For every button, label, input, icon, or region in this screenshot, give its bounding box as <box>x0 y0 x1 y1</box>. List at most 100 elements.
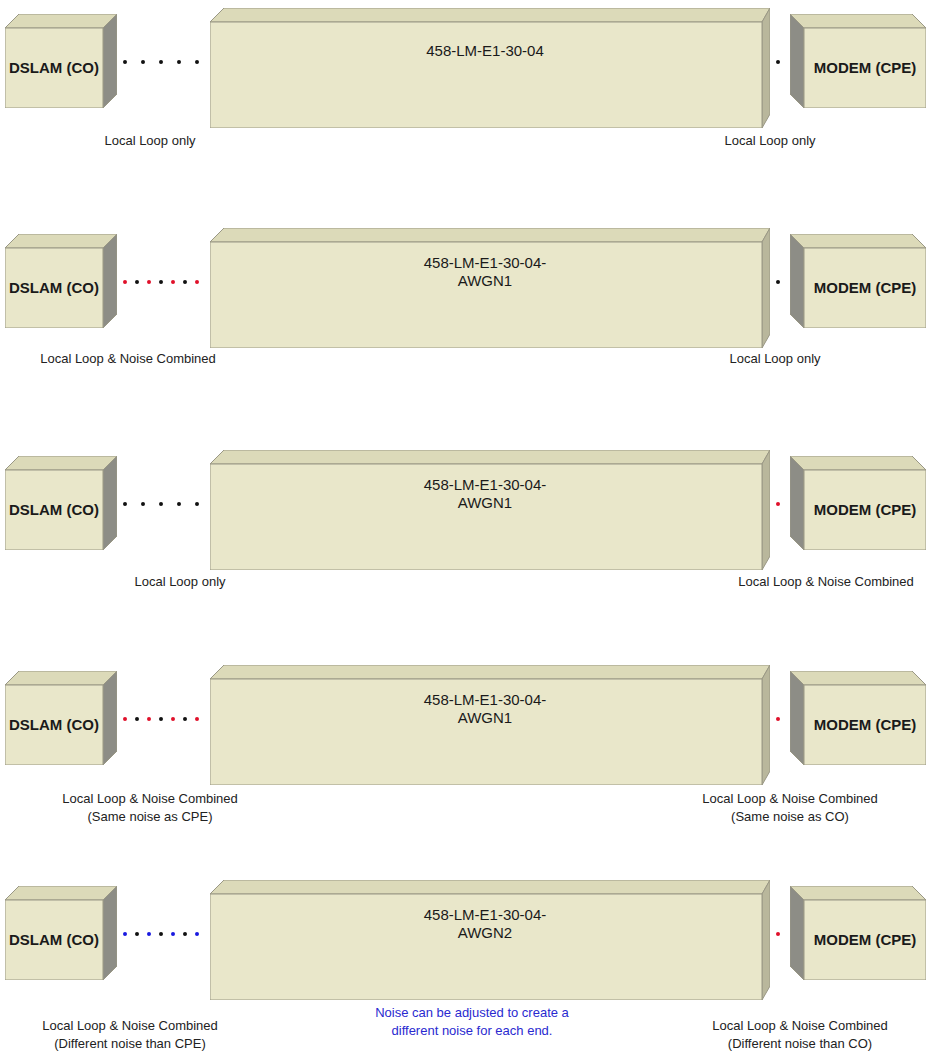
box-face <box>5 671 117 685</box>
dslam-box: DSLAM (CO) <box>5 886 117 980</box>
connection-caption: Local Loop & Noise Combined <box>726 573 926 591</box>
loop-connector <box>778 504 784 505</box>
connection-caption: Local Loop & Noise Combined (Same noise … <box>48 790 253 825</box>
dslam-box: DSLAM (CO) <box>5 671 117 765</box>
loop-connector <box>125 719 204 720</box>
equipment-name: DSLAM (CO) <box>9 279 99 297</box>
loop-connector <box>778 282 784 283</box>
note-text: Noise can be adjusted to create a differ… <box>372 1004 572 1039</box>
dotted-line <box>125 60 204 64</box>
dotted-line <box>125 932 204 936</box>
box-face <box>210 880 770 894</box>
connection-caption: Local Loop only <box>655 350 895 368</box>
box-face-text: 458-LM-E1-30-04- AWGN1 <box>370 691 600 751</box>
box-face <box>790 14 926 28</box>
box-face-text: DSLAM (CO) <box>7 250 101 326</box>
box-face <box>103 456 117 550</box>
equipment-name: MODEM (CPE) <box>814 931 917 949</box>
box-face <box>5 248 103 328</box>
loop-connector <box>778 934 784 935</box>
box-face-text: DSLAM (CO) <box>7 902 101 978</box>
box-face <box>790 886 926 900</box>
box-outline <box>210 8 770 128</box>
box-face <box>210 22 762 128</box>
box-face-text: MODEM (CPE) <box>806 472 924 548</box>
loop-connector <box>125 62 204 63</box>
box-face <box>790 456 804 550</box>
equipment-name: DSLAM (CO) <box>9 501 99 519</box>
loop-connector <box>125 282 204 283</box>
box-face <box>790 671 804 765</box>
box-face <box>762 8 770 128</box>
box-face <box>790 886 804 980</box>
dslam-box: DSLAM (CO) <box>5 234 117 328</box>
equipment-name: MODEM (CPE) <box>814 59 917 77</box>
box-face <box>210 8 770 22</box>
box-face <box>804 28 926 108</box>
box-face <box>210 242 762 348</box>
connection-caption: Local Loop & Noise Combined <box>8 350 248 368</box>
dslam-box: DSLAM (CO) <box>5 14 117 108</box>
box-face <box>5 886 117 900</box>
dotted-line <box>778 932 784 936</box>
device-model: 458-LM-E1-30-04- AWGN1 <box>410 254 560 290</box>
box-face-text: MODEM (CPE) <box>806 902 924 978</box>
box-face <box>790 234 926 248</box>
box-face <box>210 464 762 570</box>
box-face <box>804 470 926 550</box>
box-face <box>5 456 117 470</box>
box-face <box>103 234 117 328</box>
line-simulator-box: 458-LM-E1-30-04 <box>210 8 770 128</box>
modem-box: MODEM (CPE) <box>790 234 926 328</box>
equipment-name: MODEM (CPE) <box>814 501 917 519</box>
device-model: 458-LM-E1-30-04- AWGN2 <box>410 906 560 942</box>
modem-box: MODEM (CPE) <box>790 14 926 108</box>
box-face <box>5 470 103 550</box>
box-face <box>210 679 762 785</box>
connection-caption: Local Loop only <box>30 132 270 150</box>
box-face-text: MODEM (CPE) <box>806 30 924 106</box>
box-face <box>5 234 117 248</box>
box-face <box>210 665 770 679</box>
dotted-line <box>125 717 204 721</box>
box-face <box>762 880 770 1000</box>
connection-caption: Local Loop only <box>60 573 300 591</box>
device-model: 458-LM-E1-30-04- AWGN1 <box>410 476 560 512</box>
box-face <box>762 228 770 348</box>
box-face <box>5 900 103 980</box>
connection-caption: Local Loop & Noise Combined (Different n… <box>693 1017 908 1052</box>
loop-connector <box>125 934 204 935</box>
dslam-box: DSLAM (CO) <box>5 456 117 550</box>
modem-box: MODEM (CPE) <box>790 671 926 765</box>
line-simulator-box: 458-LM-E1-30-04- AWGN1 <box>210 665 770 785</box>
box-face <box>5 14 117 28</box>
line-simulator-box: 458-LM-E1-30-04- AWGN1 <box>210 450 770 570</box>
box-face <box>210 894 762 1000</box>
box-face-text: 458-LM-E1-30-04- AWGN2 <box>370 906 600 966</box>
device-model: 458-LM-E1-30-04- AWGN1 <box>410 691 560 727</box>
equipment-name: DSLAM (CO) <box>9 716 99 734</box>
dotted-line <box>778 60 784 64</box>
equipment-name: DSLAM (CO) <box>9 59 99 77</box>
dotted-line <box>778 717 784 721</box>
dotted-line <box>125 280 204 284</box>
box-face <box>210 450 770 464</box>
loop-connector <box>778 719 784 720</box>
equipment-name: MODEM (CPE) <box>814 716 917 734</box>
box-face <box>790 14 804 108</box>
box-face <box>790 456 926 470</box>
dotted-line <box>778 502 784 506</box>
box-face-text: MODEM (CPE) <box>806 250 924 326</box>
dotted-line <box>125 932 204 936</box>
box-face <box>5 685 103 765</box>
box-face <box>790 671 926 685</box>
box-face-text: MODEM (CPE) <box>806 687 924 763</box>
equipment-name: DSLAM (CO) <box>9 931 99 949</box>
dotted-line <box>125 280 204 284</box>
connection-caption: Local Loop & Noise Combined (Different n… <box>23 1017 238 1052</box>
box-face <box>103 14 117 108</box>
dotted-line <box>778 280 784 284</box>
line-simulator-box: 458-LM-E1-30-04- AWGN1 <box>210 228 770 348</box>
box-face-text: 458-LM-E1-30-04- AWGN1 <box>370 476 600 536</box>
box-face <box>804 685 926 765</box>
